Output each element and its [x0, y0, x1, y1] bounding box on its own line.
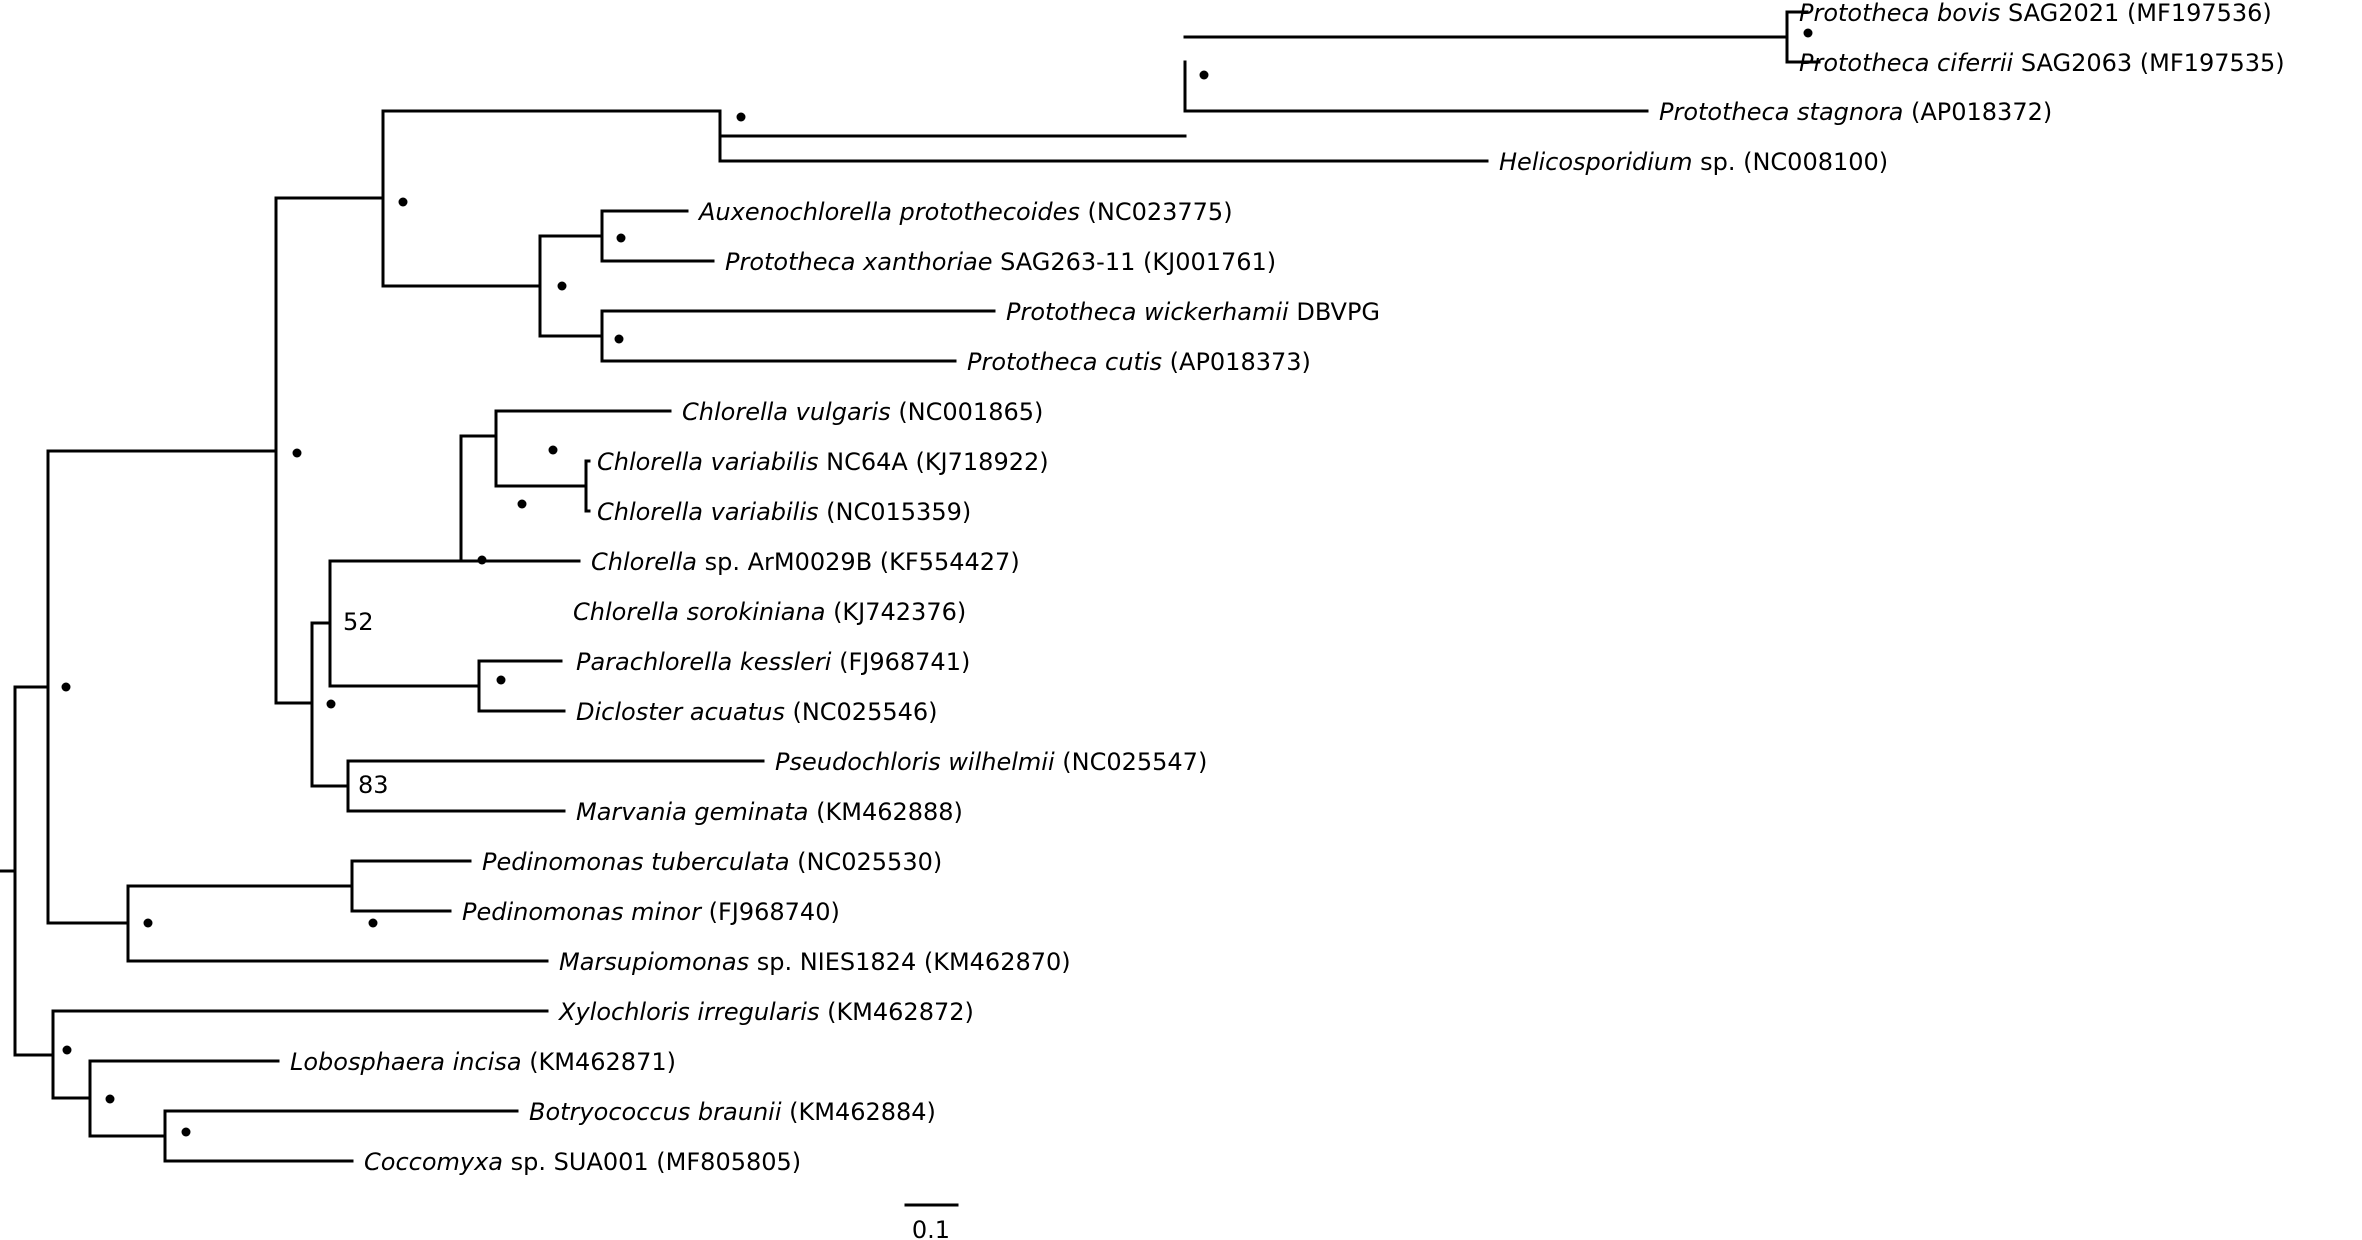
- taxon-label: Chlorella sp. ArM0029B (KF554427): [591, 548, 1020, 576]
- taxon-label: Prototheca ciferrii SAG2063 (MF197535): [1799, 49, 2285, 77]
- taxon-genus-species: Chlorella: [591, 548, 697, 576]
- taxon-genus-species: Helicosporidium: [1499, 148, 1692, 176]
- support-dot: [477, 555, 487, 565]
- taxon-genus-species: Pedinomonas tuberculata: [482, 848, 790, 876]
- taxon-genus-species: Lobosphaera incisa: [290, 1048, 522, 1076]
- taxon-genus-species: Parachlorella kessleri: [576, 648, 832, 676]
- taxon-label: Marsupiomonas sp. NIES1824 (KM462870): [559, 948, 1071, 976]
- taxon-accession: (AP018373): [1162, 348, 1311, 376]
- taxon-genus-species: Auxenochlorella protothecoides: [697, 198, 1080, 226]
- taxon-label: Auxenochlorella protothecoides (NC023775…: [697, 198, 1233, 226]
- taxon-genus-species: Prototheca bovis: [1799, 0, 2000, 27]
- taxon-label: Prototheca stagnora (AP018372): [1659, 98, 2052, 126]
- taxon-genus-species: Marvania geminata: [576, 798, 809, 826]
- taxon-accession: (AP018372): [1903, 98, 2052, 126]
- taxon-accession: (FJ968741): [831, 648, 970, 676]
- taxon-genus-species: Coccomyxa: [364, 1148, 503, 1176]
- taxon-accession: (FJ968740): [701, 898, 840, 926]
- taxon-label: Chlorella sorokiniana (KJ742376): [573, 598, 966, 626]
- taxon-accession: sp. (NC008100): [1692, 148, 1888, 176]
- taxon-label: Parachlorella kessleri (FJ968741): [576, 648, 970, 676]
- taxon-genus-species: Prototheca xanthoriae: [725, 248, 992, 276]
- taxon-genus-species: Chlorella variabilis: [597, 498, 819, 526]
- support-dot: [616, 233, 626, 243]
- taxon-accession: (NC025530): [790, 848, 943, 876]
- taxon-accession: (KM462884): [782, 1098, 936, 1126]
- taxon-label: Coccomyxa sp. SUA001 (MF805805): [364, 1148, 801, 1176]
- taxon-genus-species: Xylochloris irregularis: [557, 998, 819, 1026]
- taxon-accession: (NC001865): [891, 398, 1044, 426]
- taxon-accession: (KM462872): [819, 998, 973, 1026]
- support-dot: [548, 445, 558, 455]
- taxon-label: Pedinomonas tuberculata (NC025530): [482, 848, 942, 876]
- taxon-accession: NC64A (KJ718922): [819, 448, 1049, 476]
- support-dot: [62, 1045, 72, 1055]
- support-dot: [292, 448, 302, 458]
- support-dot: [496, 675, 506, 685]
- taxon-label: Chlorella variabilis NC64A (KJ718922): [597, 448, 1049, 476]
- support-dot: [326, 699, 336, 709]
- support-dot: [736, 112, 746, 122]
- taxon-accession: SAG263-11 (KJ001761): [992, 248, 1276, 276]
- taxon-label: Prototheca wickerhamii DBVPG: [1006, 298, 1380, 326]
- taxon-genus-species: Prototheca ciferrii: [1799, 49, 2014, 77]
- scale-bar-label: 0.1: [912, 1216, 950, 1240]
- taxon-accession: (KM462871): [522, 1048, 676, 1076]
- taxon-genus-species: Dicloster acuatus: [576, 698, 785, 726]
- taxon-accession: (NC015359): [819, 498, 972, 526]
- taxon-label: Prototheca bovis SAG2021 (MF197536): [1799, 0, 2272, 27]
- support-dot: [557, 281, 567, 291]
- taxon-genus-species: Prototheca cutis: [967, 348, 1162, 376]
- support-dot: [105, 1094, 115, 1104]
- taxon-accession: sp. SUA001 (MF805805): [503, 1148, 801, 1176]
- taxon-label: Lobosphaera incisa (KM462871): [290, 1048, 676, 1076]
- taxon-accession: (NC023775): [1080, 198, 1233, 226]
- support-dot: [517, 499, 527, 509]
- taxon-accession: (KJ742376): [825, 598, 966, 626]
- taxon-accession: sp. NIES1824 (KM462870): [749, 948, 1071, 976]
- taxon-genus-species: Chlorella sorokiniana: [573, 598, 825, 626]
- taxon-label: Helicosporidium sp. (NC008100): [1499, 148, 1888, 176]
- taxon-label: Marvania geminata (KM462888): [576, 798, 963, 826]
- taxon-genus-species: Botryococcus braunii: [529, 1098, 782, 1126]
- taxon-label: Pedinomonas minor (FJ968740): [462, 898, 840, 926]
- taxon-label: Botryococcus braunii (KM462884): [529, 1098, 936, 1126]
- support-dot: [368, 918, 378, 928]
- taxon-accession: SAG2063 (MF197535): [2013, 49, 2284, 77]
- taxon-genus-species: Prototheca stagnora: [1659, 98, 1903, 126]
- taxon-label: Prototheca cutis (AP018373): [967, 348, 1311, 376]
- taxon-accession: DBVPG: [1289, 298, 1380, 326]
- taxon-accession: sp. ArM0029B (KF554427): [697, 548, 1020, 576]
- taxon-genus-species: Chlorella vulgaris: [682, 398, 891, 426]
- taxon-label: Dicloster acuatus (NC025546): [576, 698, 938, 726]
- taxon-genus-species: Prototheca wickerhamii: [1006, 298, 1289, 326]
- tree-branches: [0, 10, 1821, 1163]
- support-dot: [614, 334, 624, 344]
- taxon-accession: (KM462888): [809, 798, 963, 826]
- taxon-label: Chlorella variabilis (NC015359): [597, 498, 971, 526]
- taxon-genus-species: Marsupiomonas: [559, 948, 749, 976]
- support-dot: [181, 1127, 191, 1137]
- support-label-83: 83: [358, 771, 389, 799]
- taxon-label: Chlorella vulgaris (NC001865): [682, 398, 1043, 426]
- support-dot: [61, 682, 71, 692]
- taxon-accession: (NC025547): [1055, 748, 1208, 776]
- taxon-genus-species: Pseudochloris wilhelmii: [775, 748, 1055, 776]
- support-dot: [398, 197, 408, 207]
- support-dots: [61, 28, 1813, 1137]
- taxon-accession: SAG2021 (MF197536): [2000, 0, 2271, 27]
- support-label-52: 52: [343, 608, 374, 636]
- support-dot: [1803, 28, 1813, 38]
- taxon-label: Pseudochloris wilhelmii (NC025547): [775, 748, 1207, 776]
- taxon-label: Xylochloris irregularis (KM462872): [557, 998, 974, 1026]
- taxon-accession: (NC025546): [785, 698, 938, 726]
- taxon-label: Prototheca xanthoriae SAG263-11 (KJ00176…: [725, 248, 1276, 276]
- taxon-genus-species: Chlorella variabilis: [597, 448, 819, 476]
- support-dot: [1199, 70, 1209, 80]
- support-dot: [143, 918, 153, 928]
- taxon-genus-species: Pedinomonas minor: [462, 898, 703, 926]
- taxon-labels: Prototheca bovis SAG2021 (MF197536)Proto…: [290, 0, 2285, 1176]
